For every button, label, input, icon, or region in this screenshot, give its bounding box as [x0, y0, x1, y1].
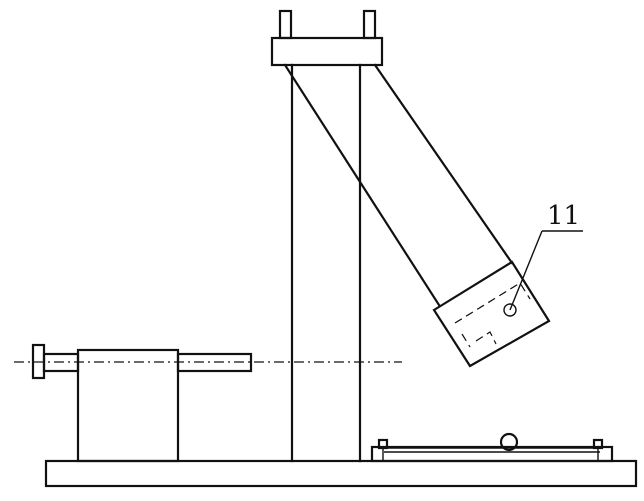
head-block — [432, 260, 551, 368]
clamp-block — [76, 348, 180, 463]
head-hidden-feature-2 — [475, 331, 497, 345]
arm-left-edge — [283, 63, 441, 307]
head-hole — [503, 303, 517, 317]
top-post-left — [278, 9, 293, 40]
base-plate — [44, 459, 638, 488]
head-hidden-feature-3 — [461, 333, 471, 348]
tray — [370, 445, 614, 463]
ball — [499, 432, 519, 452]
leader-line-11 — [509, 230, 543, 311]
arm-right-edge — [373, 63, 514, 265]
top-post-right — [362, 9, 377, 40]
callout-label-11: 11 — [547, 201, 580, 231]
top-cap — [270, 36, 384, 67]
